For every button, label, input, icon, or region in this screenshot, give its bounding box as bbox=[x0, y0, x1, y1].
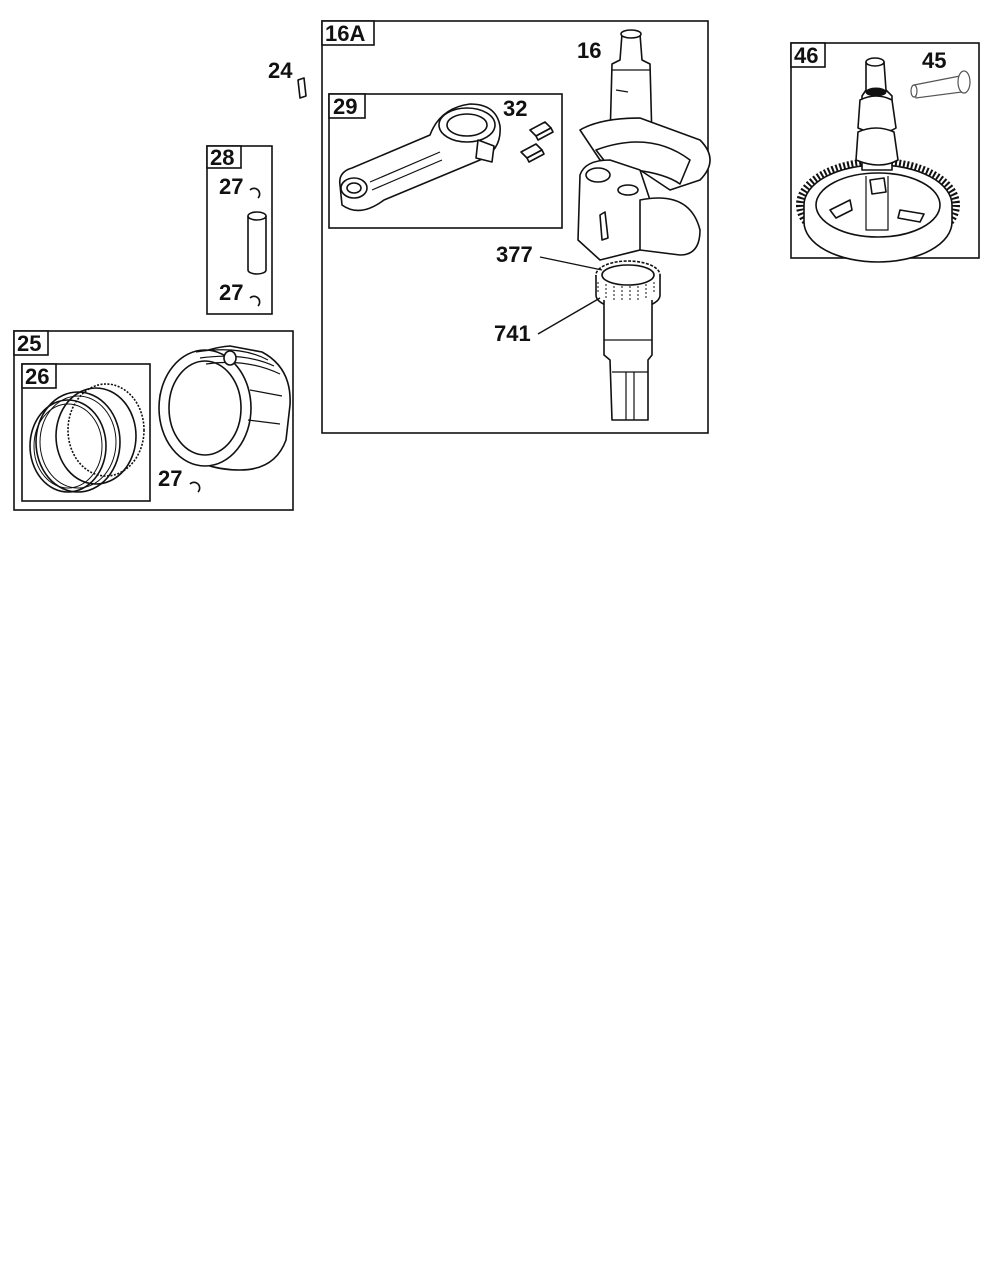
cam-gear-icon bbox=[796, 57, 960, 263]
tag-29: 29 bbox=[333, 94, 357, 119]
label-45: 45 bbox=[922, 48, 946, 73]
group-26-ring-set[interactable]: 26 bbox=[21, 363, 151, 502]
label-24: 24 bbox=[268, 58, 293, 83]
label-16: 16 bbox=[577, 38, 601, 63]
group-16a-crankshaft-assembly[interactable]: 16A 29 32 16 bbox=[321, 20, 711, 434]
label-27-top: 27 bbox=[219, 174, 243, 199]
group-25-piston-assembly[interactable]: 25 26 27 bbox=[13, 330, 294, 511]
tag-28: 28 bbox=[210, 145, 234, 170]
tag-46: 46 bbox=[794, 43, 818, 68]
label-32: 32 bbox=[503, 96, 527, 121]
piston-pin-icon bbox=[247, 211, 267, 275]
tag-16a: 16A bbox=[325, 21, 365, 46]
group-46-camshaft-assembly[interactable]: 46 45 bbox=[790, 42, 980, 263]
label-27-piston: 27 bbox=[158, 466, 182, 491]
compression-release-icon bbox=[910, 70, 971, 99]
group-29-connecting-rod-kit[interactable]: 29 32 bbox=[328, 93, 563, 229]
piston-rings-icon bbox=[29, 383, 145, 493]
piston-icon bbox=[158, 345, 291, 471]
tag-25: 25 bbox=[17, 331, 41, 356]
screw-icon bbox=[520, 121, 554, 163]
connecting-rod-icon bbox=[338, 103, 501, 212]
label-741: 741 bbox=[494, 321, 531, 346]
part-24-key[interactable]: 24 bbox=[268, 58, 307, 99]
label-377: 377 bbox=[496, 242, 533, 267]
group-28-piston-pin-kit[interactable]: 28 27 27 bbox=[206, 145, 273, 315]
crankshaft-icon bbox=[577, 29, 711, 421]
tag-26: 26 bbox=[25, 364, 49, 389]
label-27-bottom: 27 bbox=[219, 280, 243, 305]
